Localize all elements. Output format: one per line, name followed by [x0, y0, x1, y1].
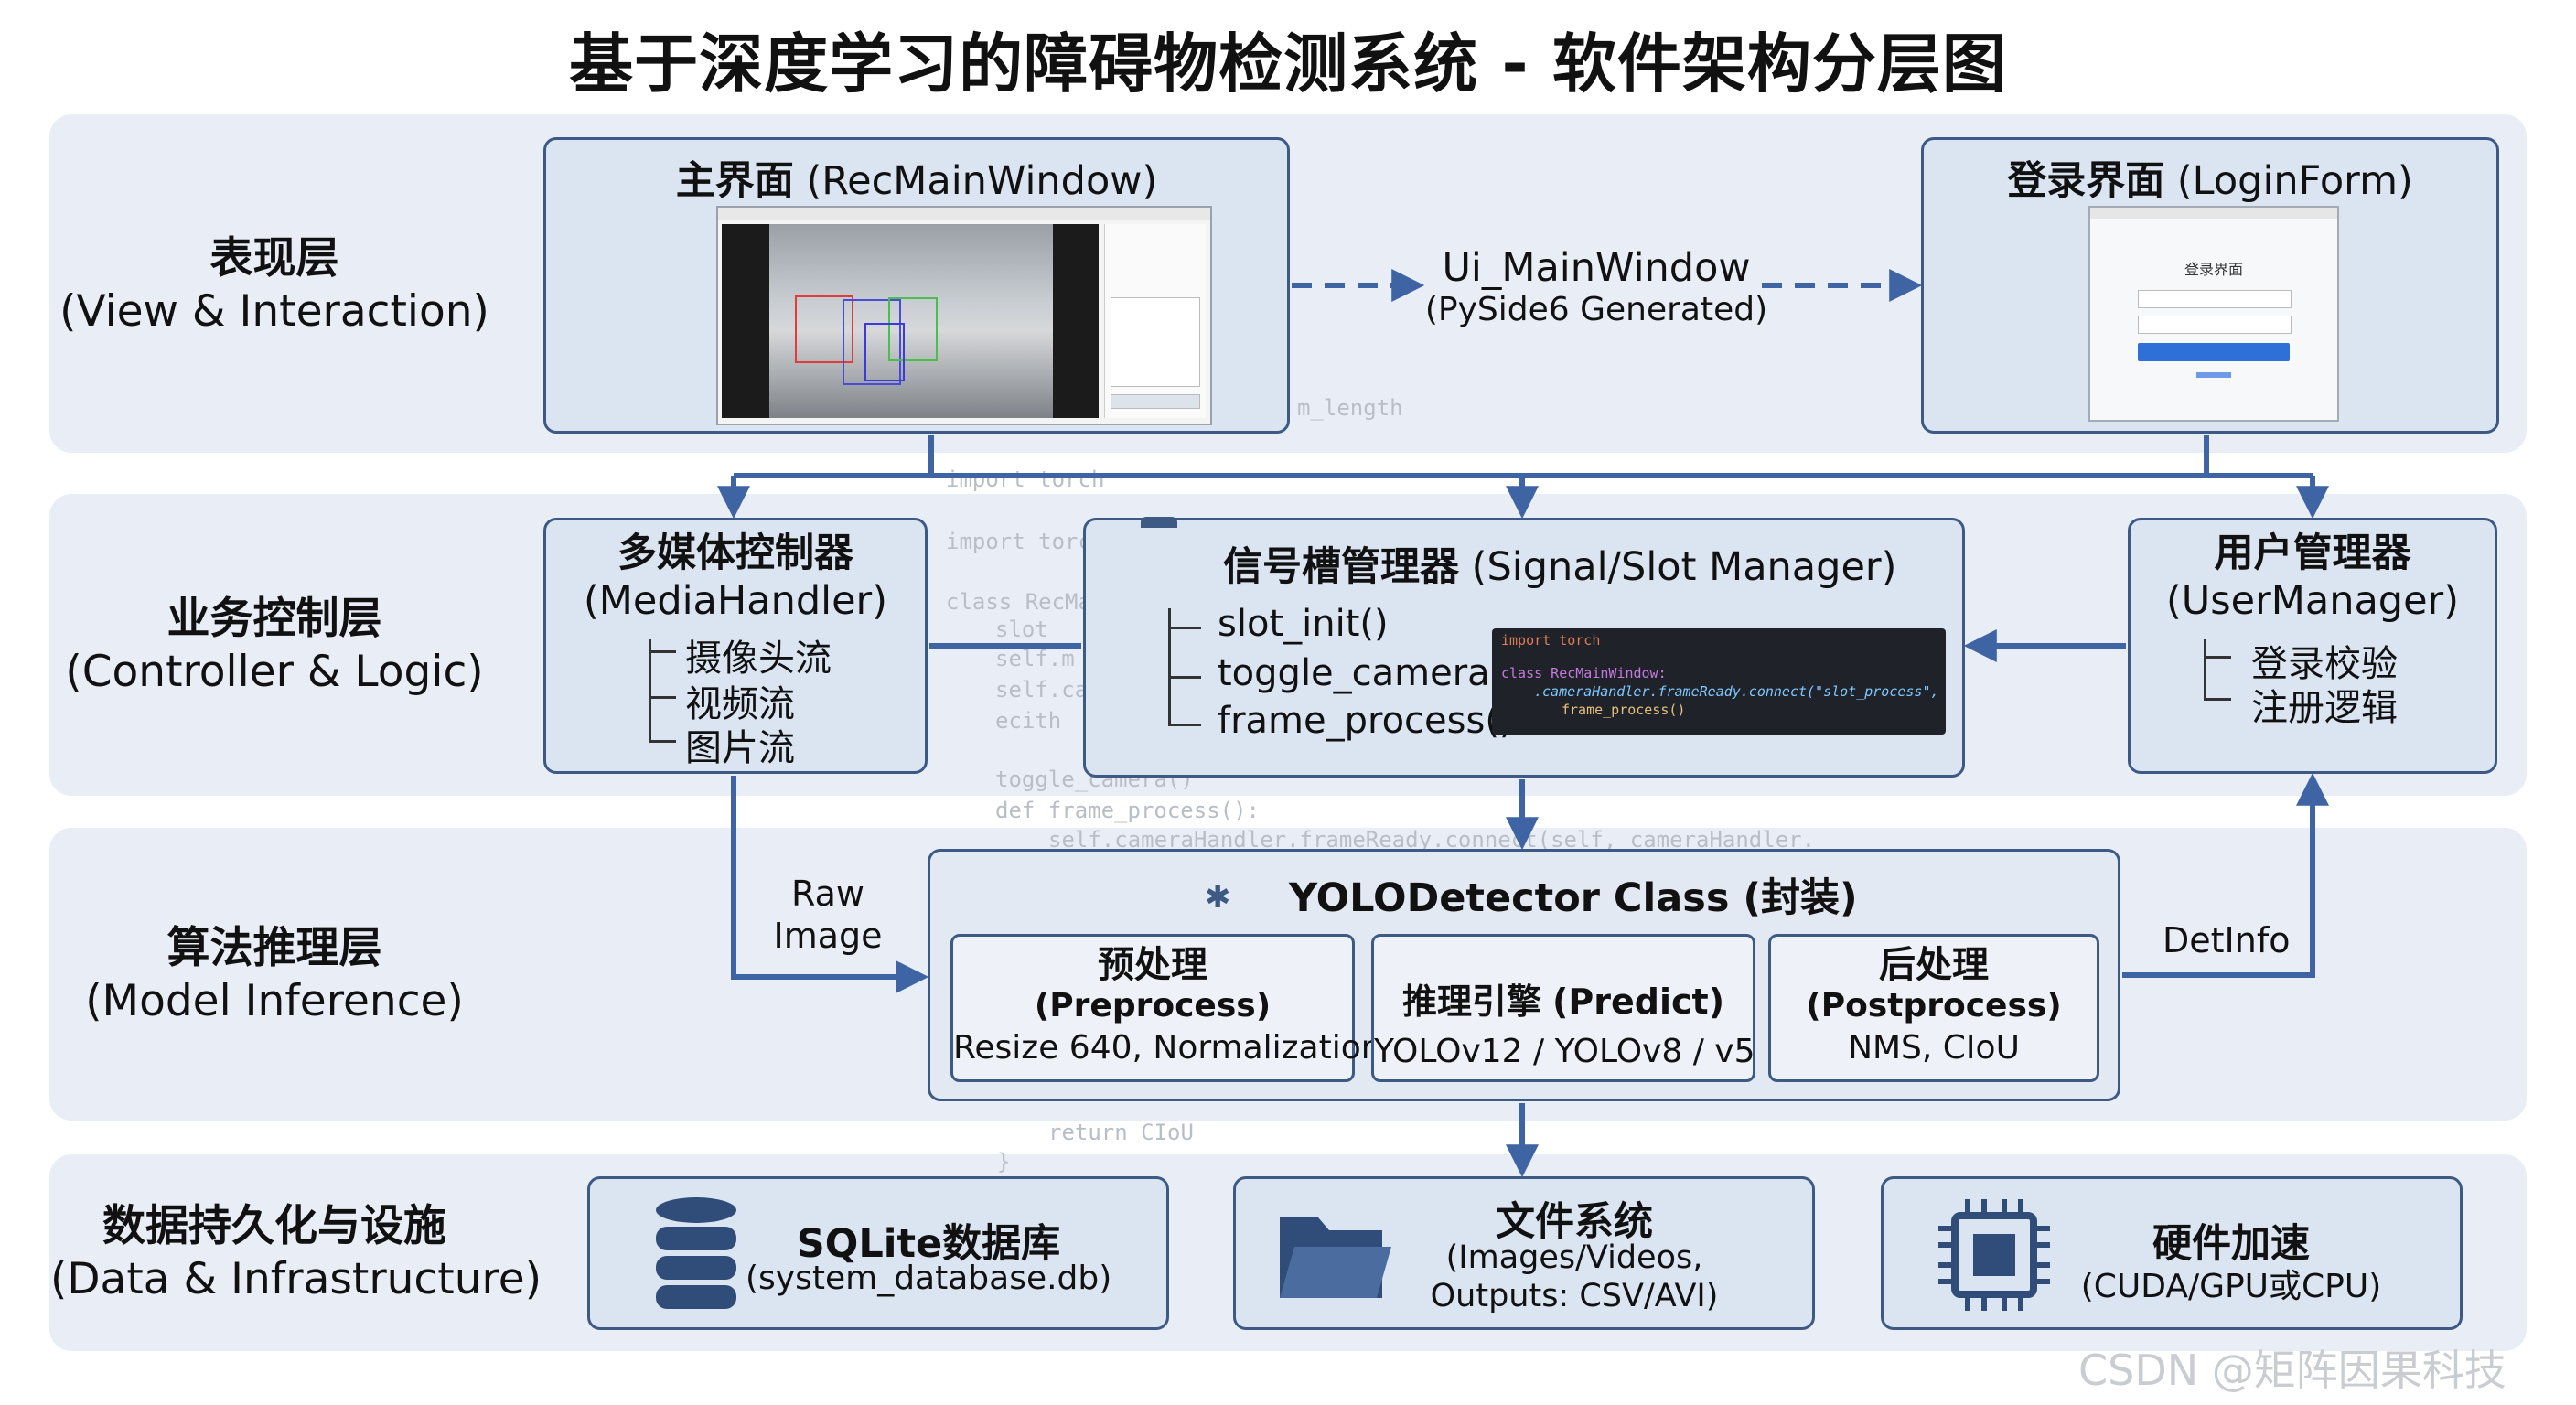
media-item-image: 图片流 — [685, 727, 795, 769]
hardware-box: 硬件加速 (CUDA/GPU或CPU) — [1881, 1176, 2463, 1330]
login-mock-title: 登录界面 — [2184, 261, 2243, 278]
yolo-detector-title: YOLODetector Class (封装) — [1289, 875, 1858, 921]
corridor-image — [769, 224, 1053, 418]
slot-init-item: slot_init() — [1218, 603, 1389, 645]
main-window-screenshot — [716, 206, 1212, 425]
signal-tree-tick-2 — [1168, 676, 1201, 679]
connector-icon — [1141, 517, 1177, 528]
camera-feed-view — [722, 224, 1099, 418]
code-line-4: frame_process() — [1562, 702, 1686, 718]
media-handler-box: 多媒体控制器(MediaHandler) 摄像头流 视频流 图片流 — [543, 518, 928, 774]
sqlite-title: SQLite数据库 — [796, 1221, 1061, 1267]
media-handler-title: 多媒体控制器(MediaHandler) — [583, 531, 887, 624]
yolo-detector-box: ✱ YOLODetector Class (封装) 预处理 (Preproces… — [928, 849, 2120, 1101]
layer-label-inference: 算法推理层(Model Inference) — [85, 923, 464, 1026]
login-titlebar — [2090, 208, 2337, 219]
file-system-subtitle-1: (Images/Videos, — [1445, 1239, 1703, 1276]
bg-code-5: self.m — [995, 646, 1075, 671]
sqlite-subtitle: (system_database.db) — [746, 1260, 1112, 1297]
bg-code-7: ecith — [995, 708, 1062, 734]
code-snippet-panel: import torch class RecMainWindow: .camer… — [1492, 628, 1946, 735]
bg-code-3: class RecMa — [946, 589, 1091, 615]
bg-code-1: import torch — [946, 467, 1105, 492]
user-tree-tick-1 — [2204, 656, 2231, 659]
bg-code-6: self.ca — [995, 677, 1089, 702]
cpu-chip-icon — [1938, 1199, 2050, 1311]
register-logic-item: 注册逻辑 — [2251, 687, 2398, 729]
login-register-link — [2196, 372, 2231, 378]
file-system-title: 文件系统 — [1496, 1199, 1653, 1245]
media-tree-line — [649, 639, 651, 740]
user-manager-title: 用户管理器(UserManager) — [2165, 531, 2460, 624]
side-panel — [1104, 224, 1206, 418]
hardware-title: 硬件加速 — [2152, 1221, 2310, 1267]
media-item-video: 视频流 — [685, 683, 795, 725]
detection-box-2 — [843, 299, 901, 385]
code-line-1: import torch — [1501, 632, 1601, 649]
page-title: 基于深度学习的障碍物检测系统 - 软件架构分层图 — [569, 27, 2007, 102]
code-line-3: .cameraHandler.frameReady.connect("slot_… — [1534, 683, 1939, 700]
login-form-box: 登录界面 (LoginForm) 登录界面 — [1921, 137, 2499, 434]
signal-slot-box: 信号槽管理器 (Signal/Slot Manager) slot_init()… — [1083, 517, 1965, 778]
toggle-camera-item: toggle_camera() — [1218, 652, 1519, 694]
layer-label-data: 数据持久化与设施(Data & Infrastructure) — [50, 1201, 542, 1304]
preprocess-box: 预处理 (Preprocess) Resize 640, Normalizati… — [950, 934, 1382, 1082]
bg-code-9: def frame_process(): — [995, 798, 1260, 823]
user-tree-tick-2 — [2204, 698, 2231, 701]
frame-process-item: frame_process() — [1218, 700, 1514, 742]
detection-box-4 — [864, 323, 905, 381]
layer-label-view: 表现层(View & Interaction) — [59, 233, 489, 337]
media-item-camera: 摄像头流 — [685, 638, 832, 680]
login-submit-button — [2138, 343, 2290, 361]
folder-icon — [1280, 1217, 1391, 1298]
login-form-title: 登录界面 (LoginForm) — [2007, 158, 2413, 204]
side-panel-table — [1111, 297, 1200, 387]
detection-box-3 — [888, 297, 938, 361]
signal-slot-title: 信号槽管理器 (Signal/Slot Manager) — [1223, 544, 1897, 590]
file-system-subtitle-2: Outputs: CSV/AVI) — [1430, 1278, 1719, 1314]
bg-code-10: self.cameraHandler.frameReady.connect(se… — [1048, 827, 1816, 853]
gear-icon: ✱ — [1205, 879, 1231, 916]
bg-code-11: return CIoU — [1048, 1120, 1194, 1145]
media-tree-tick-1 — [649, 650, 676, 653]
signal-tree-line — [1168, 608, 1171, 724]
media-tree-tick-2 — [649, 696, 676, 699]
watermark: CSDN @矩阵因果科技 — [2078, 1346, 2506, 1395]
side-panel-button — [1111, 394, 1200, 409]
bg-code-2: import torc — [946, 529, 1091, 554]
media-tree-tick-3 — [649, 740, 676, 743]
code-line-2: class RecMainWindow: — [1501, 665, 1667, 681]
hardware-subtitle: (CUDA/GPU或CPU) — [2080, 1268, 2382, 1305]
detection-box-1 — [795, 295, 853, 363]
login-form-screenshot: 登录界面 — [2088, 206, 2339, 422]
database-icon — [656, 1197, 736, 1309]
login-password-field — [2138, 316, 2292, 334]
main-window-title: 主界面 (RecMainWindow) — [675, 158, 1158, 204]
signal-tree-tick-1 — [1168, 627, 1201, 629]
bg-code-4: slot — [995, 617, 1048, 642]
user-manager-box: 用户管理器(UserManager) 登录校验 注册逻辑 — [2128, 518, 2497, 774]
login-username-field — [2138, 290, 2292, 308]
user-tree-line — [2204, 639, 2206, 698]
bg-code-12: } — [997, 1149, 1011, 1174]
bg-code-13: m_length — [1297, 395, 1403, 421]
ui-mainwindow-label: Ui_MainWindow (PySide6 Generated) — [1424, 245, 1768, 328]
detinfo-label: DetInfo — [2163, 920, 2291, 960]
predict-box: 推理引擎 (Predict) YOLOv12 / YOLOv8 / v5 — [1371, 934, 1755, 1082]
file-system-box: 文件系统 (Images/Videos, Outputs: CSV/AVI) — [1233, 1176, 1815, 1330]
main-window-box: 主界面 (RecMainWindow) — [543, 137, 1290, 434]
screenshot-titlebar — [718, 208, 1210, 220]
login-check-item: 登录校验 — [2251, 643, 2398, 685]
sqlite-box: SQLite数据库 (system_database.db) — [587, 1176, 1169, 1330]
layer-label-controller: 业务控制层(Controller & Logic) — [65, 594, 484, 697]
postprocess-box: 后处理 (Postprocess) NMS, CIoU — [1768, 934, 2099, 1082]
signal-tree-tick-3 — [1168, 724, 1201, 726]
